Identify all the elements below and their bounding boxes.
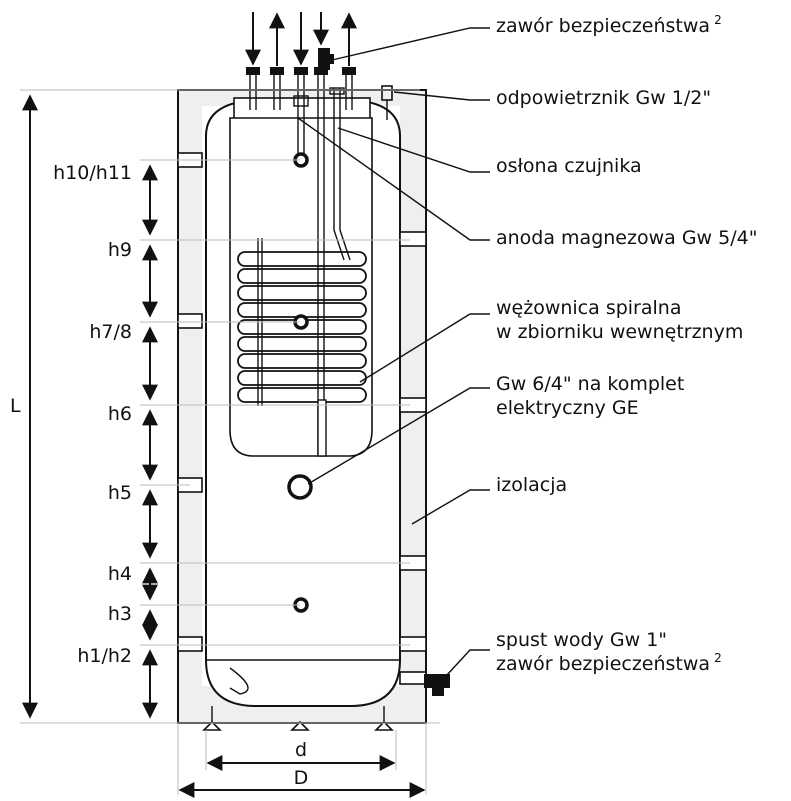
connection-ports bbox=[287, 152, 313, 613]
height-labels: h10/h11 h9 h7/8 h6 h5 h4 h3 h1/h2 bbox=[53, 162, 132, 667]
air-vent bbox=[381, 85, 393, 120]
height-label: h10/h11 bbox=[53, 162, 132, 184]
height-guides bbox=[20, 89, 440, 724]
callout-air-vent: odpowietrznik Gw 1/2" bbox=[496, 87, 711, 109]
callout-magnesium-anode: anoda magnezowa Gw 5/4" bbox=[496, 227, 757, 249]
length-label: L bbox=[10, 395, 21, 417]
callout-electric-port: Gw 6/4" na komplet elektryczny GE bbox=[496, 373, 690, 419]
diameter-dimensions: d D bbox=[177, 723, 427, 798]
height-label: h5 bbox=[108, 482, 132, 504]
outer-diameter-label: D bbox=[294, 767, 309, 789]
leader-lines bbox=[297, 27, 490, 677]
height-label: h1/h2 bbox=[77, 645, 132, 667]
height-label: h9 bbox=[108, 239, 132, 261]
height-label: h4 bbox=[108, 563, 132, 585]
coil-turns bbox=[237, 251, 367, 403]
top-pipes bbox=[246, 67, 356, 457]
height-label: h6 bbox=[108, 403, 132, 425]
flow-arrows bbox=[245, 12, 357, 66]
callout-sensor-sleeve: osłona czujnika bbox=[496, 155, 642, 177]
callout-spiral-coil: wężownica spiralna w zbiorniku wewnętrzn… bbox=[496, 297, 743, 343]
safety-valve-top bbox=[318, 48, 334, 70]
length-dimension: L bbox=[10, 94, 38, 719]
height-label: h3 bbox=[108, 603, 132, 625]
side-stubs bbox=[177, 152, 427, 652]
callout-insulation: izolacja bbox=[496, 474, 567, 496]
drain-valve bbox=[229, 667, 450, 696]
height-label: h7/8 bbox=[89, 321, 132, 343]
inner-diameter-label: d bbox=[295, 739, 307, 761]
